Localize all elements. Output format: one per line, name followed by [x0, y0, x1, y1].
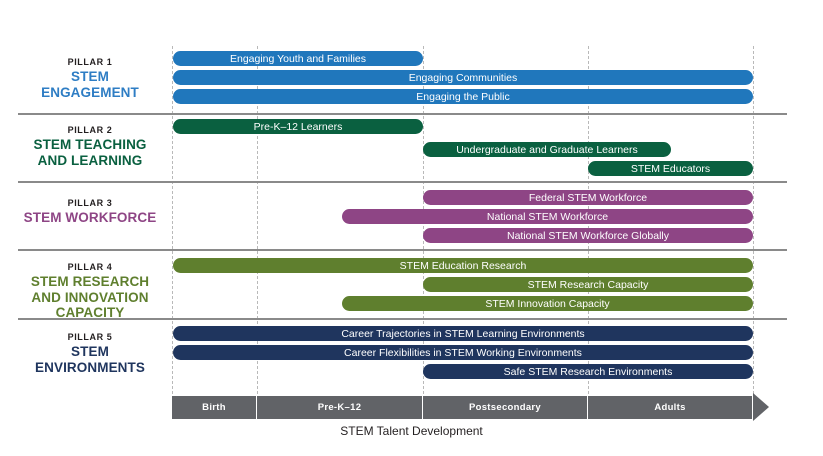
axis-segment-postsecondary[interactable]: Postsecondary [423, 396, 588, 419]
pillar-kicker-4: PILLAR 4 [67, 262, 113, 272]
pillar-4-bar-1[interactable]: STEM Education Research [173, 258, 753, 273]
pillar-3-bar-3[interactable]: National STEM Workforce Globally [423, 228, 753, 243]
pillar-2-bar-2[interactable]: Undergraduate and Graduate Learners [423, 142, 671, 157]
bar-label: Engaging Communities [408, 71, 518, 84]
pillar-2-bar-1[interactable]: Pre-K–12 Learners [173, 119, 423, 134]
bar-label: National STEM Workforce Globally [506, 229, 670, 242]
pillar-4-bar-3[interactable]: STEM Innovation Capacity [342, 296, 753, 311]
bar-label: National STEM Workforce [486, 210, 609, 223]
bar-label: Career Flexibilities in STEM Working Env… [344, 346, 582, 359]
axis-caption: STEM Talent Development [340, 424, 483, 438]
pillar-4-bar-2[interactable]: STEM Research Capacity [423, 277, 753, 292]
axis-arrow-icon [753, 393, 769, 421]
gridline-0 [172, 46, 173, 394]
bar-label: Career Trajectories in STEM Learning Env… [341, 327, 585, 340]
bar-label: STEM Educators [630, 162, 711, 175]
pillar-1-bar-2[interactable]: Engaging Communities [173, 70, 753, 85]
pillar-1-bar-3[interactable]: Engaging the Public [173, 89, 753, 104]
pillar-5-bar-2[interactable]: Career Flexibilities in STEM Working Env… [173, 345, 753, 360]
gridline-4 [753, 46, 754, 394]
axis-segment-pre-k-12[interactable]: Pre-K–12 [257, 396, 423, 419]
pillar-title-5-line-1: STEM [71, 343, 109, 359]
pillar-2-bar-3[interactable]: STEM Educators [588, 161, 753, 176]
pillar-5-bar-3[interactable]: Safe STEM Research Environments [423, 364, 753, 379]
pillar-title-4-line-2: AND INNOVATION [31, 289, 149, 305]
pillar-kicker-1: PILLAR 1 [67, 57, 113, 67]
pillar-title-2-line-2: AND LEARNING [37, 152, 143, 168]
pillar-1-bar-1[interactable]: Engaging Youth and Families [173, 51, 423, 66]
pillar-title-1-line-1: STEM [71, 68, 109, 84]
bar-label: STEM Innovation Capacity [485, 297, 610, 310]
axis-segment-birth[interactable]: Birth [172, 396, 257, 419]
row-separator-4 [18, 318, 787, 320]
pillar-title-3-line-1: STEM WORKFORCE [23, 209, 157, 225]
bar-label: STEM Education Research [399, 259, 527, 272]
bar-label: STEM Research Capacity [527, 278, 649, 291]
pillar-title-2-line-1: STEM TEACHING [33, 136, 147, 152]
pillar-kicker-5: PILLAR 5 [67, 332, 113, 342]
pillar-3-bar-1[interactable]: Federal STEM Workforce [423, 190, 753, 205]
row-separator-3 [18, 249, 787, 251]
pillar-title-1-line-2: ENGAGEMENT [41, 84, 139, 100]
pillar-5-bar-1[interactable]: Career Trajectories in STEM Learning Env… [173, 326, 753, 341]
bar-label: Engaging Youth and Families [229, 52, 367, 65]
axis-segment-adults[interactable]: Adults [588, 396, 753, 419]
pillar-title-4-line-3: CAPACITY [55, 305, 125, 321]
pillar-kicker-3: PILLAR 3 [67, 198, 113, 208]
row-separator-2 [18, 181, 787, 183]
row-separator-1 [18, 113, 787, 115]
bar-label: Pre-K–12 Learners [253, 120, 343, 133]
pillar-title-4-line-1: STEM RESEARCH [30, 273, 150, 289]
pillar-title-5-line-2: ENVIRONMENTS [35, 359, 145, 375]
bar-label: Undergraduate and Graduate Learners [456, 143, 638, 156]
pillar-3-bar-2[interactable]: National STEM Workforce [342, 209, 753, 224]
bar-label: Federal STEM Workforce [528, 191, 648, 204]
bar-label: Engaging the Public [416, 90, 510, 103]
pillar-kicker-2: PILLAR 2 [67, 125, 113, 135]
bar-label: Safe STEM Research Environments [503, 365, 673, 378]
gridline-1 [257, 46, 258, 394]
